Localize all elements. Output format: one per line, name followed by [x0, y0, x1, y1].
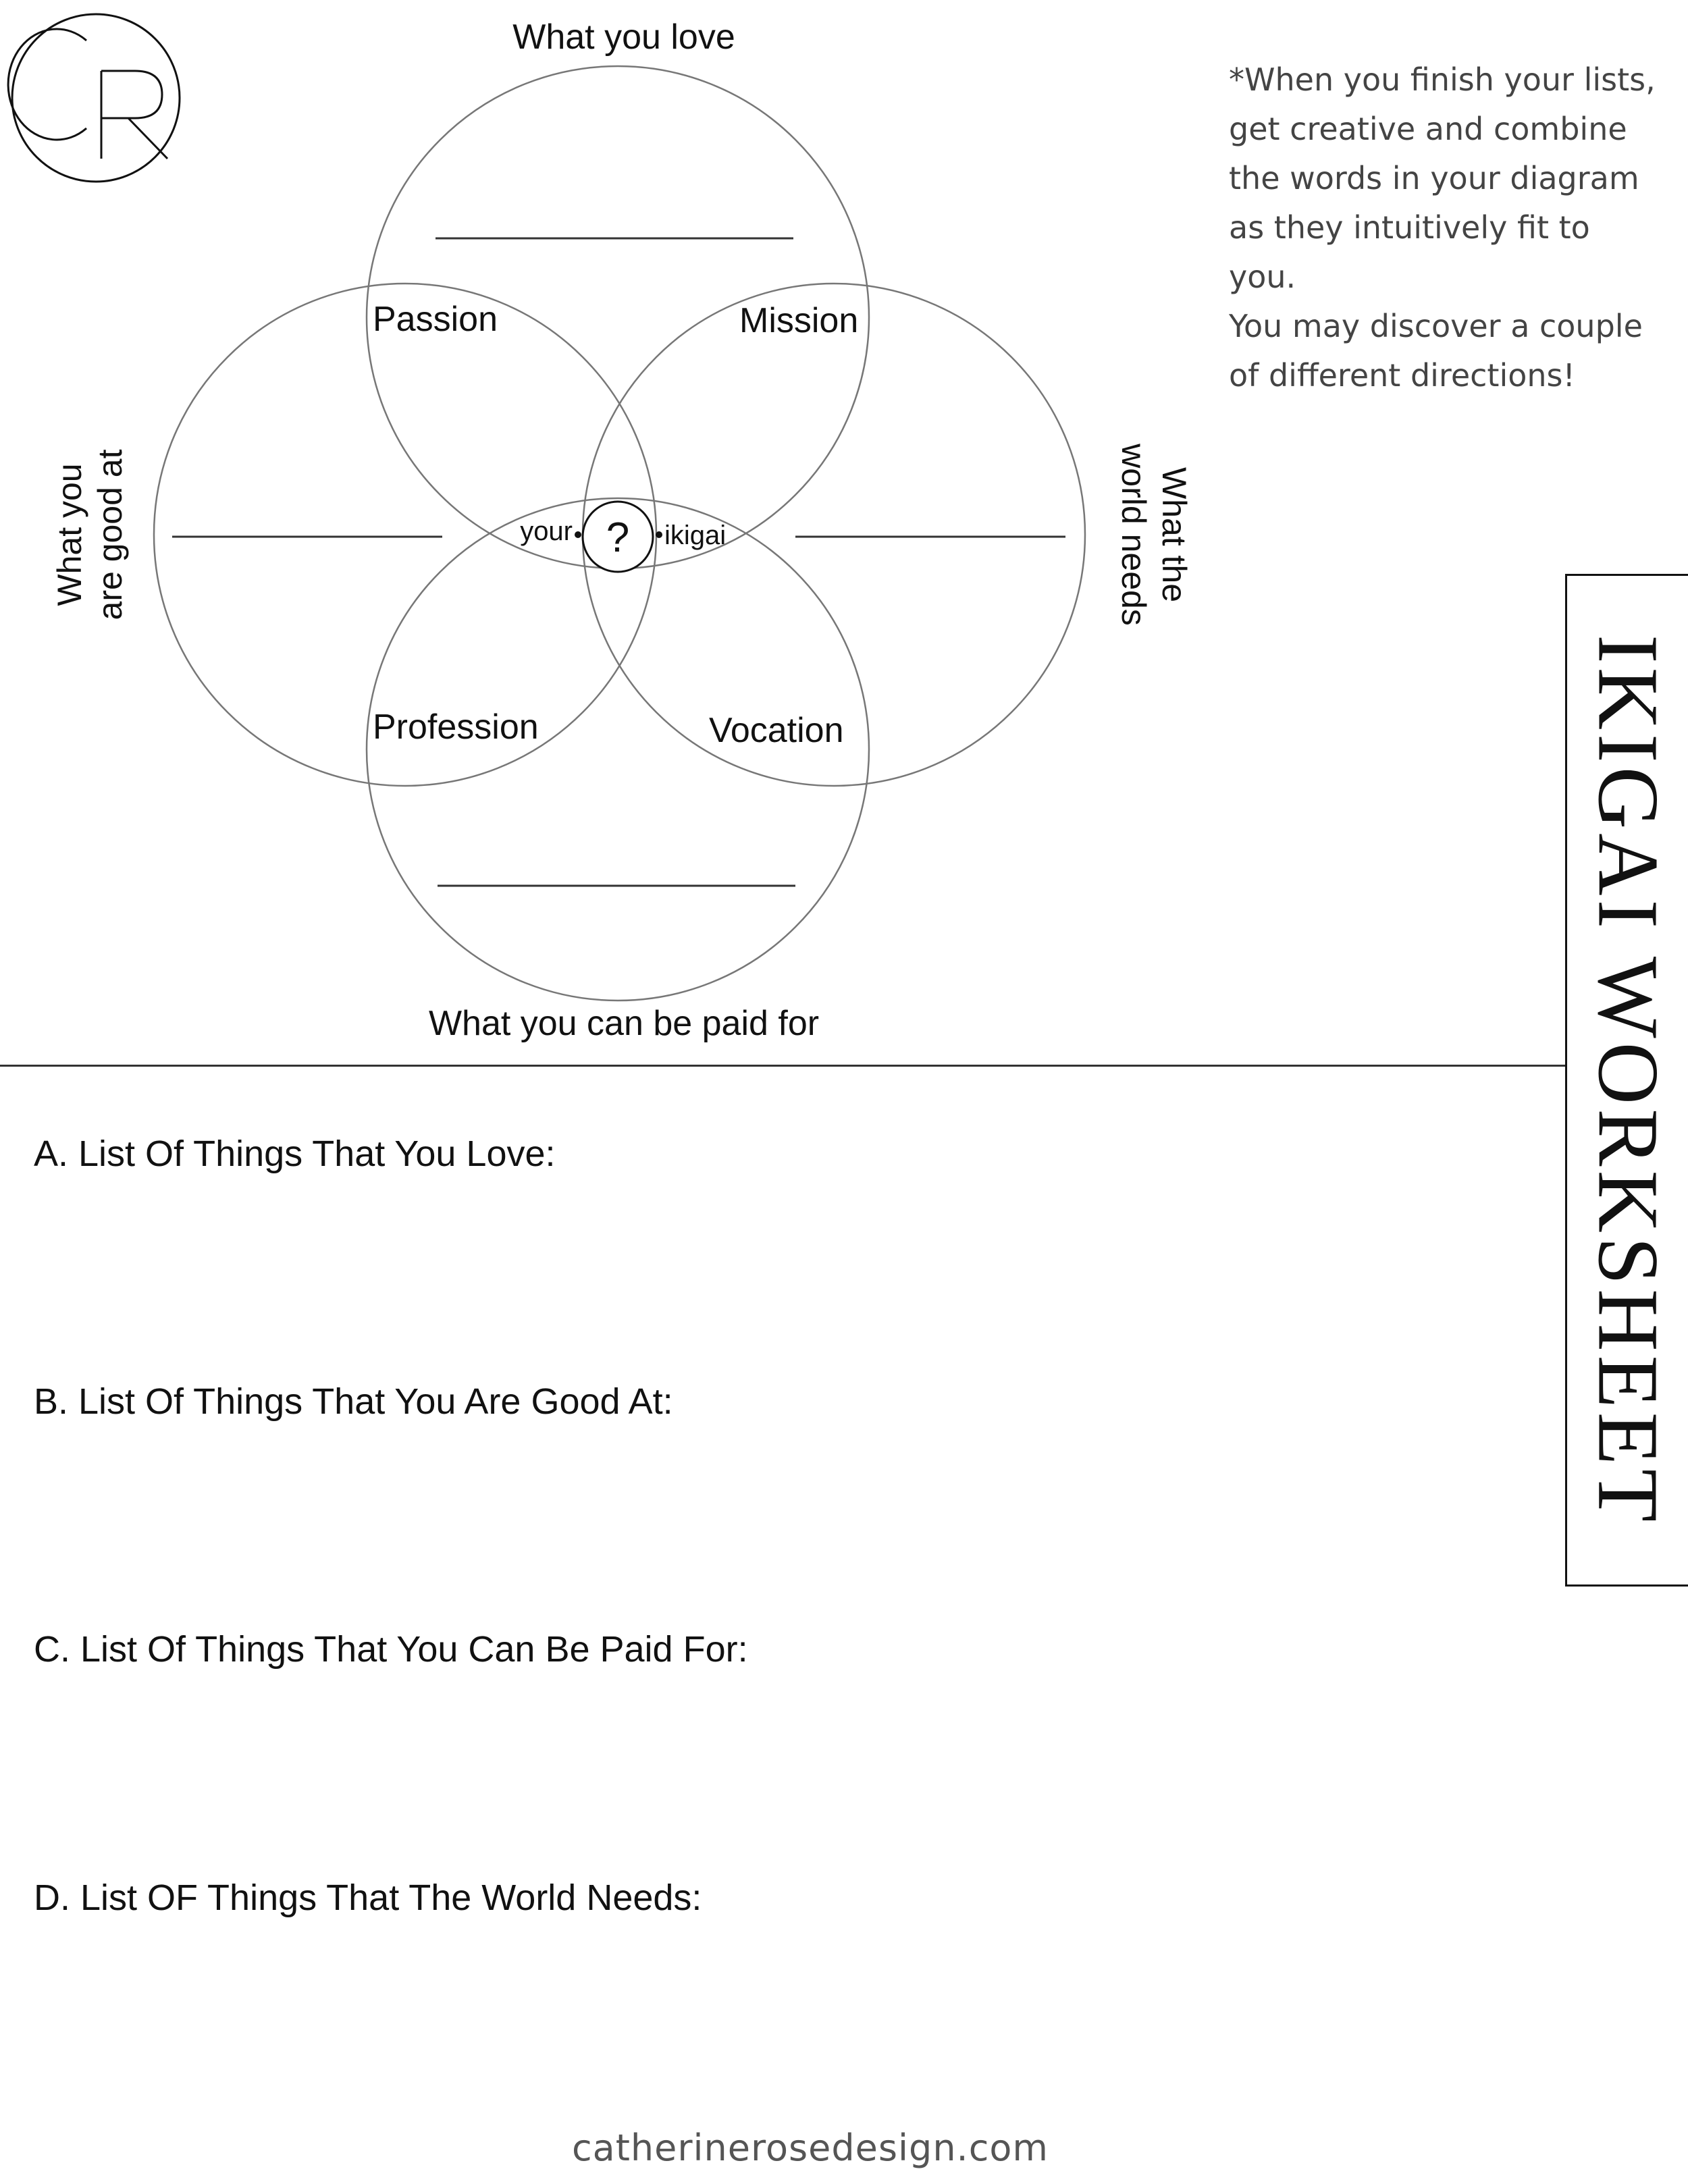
vocation-label: Vocation	[709, 711, 844, 750]
world-needs-label: What the world needs	[1115, 443, 1193, 626]
paid-for-label: What you can be paid for	[429, 1004, 819, 1043]
worksheet-title: IKIGAI WORKSHEET	[1580, 634, 1676, 1526]
mission-label: Mission	[739, 301, 858, 340]
footer-website: catherinerosedesign.com	[571, 2127, 1049, 2169]
world-needs-label-line2: world needs	[1115, 443, 1153, 626]
your-dot	[575, 531, 581, 538]
ikigai-venn-diagram: What you love What you can be paid for W…	[7, 13, 1193, 1043]
paid-for-circle	[365, 497, 870, 1002]
worksheet-title-box: IKIGAI WORKSHEET	[1565, 574, 1688, 1587]
passion-label: Passion	[373, 300, 498, 339]
good-at-label-line1: What you	[51, 463, 88, 606]
profession-label: Profession	[373, 708, 539, 747]
good-at-label: What you are good at	[51, 449, 129, 620]
good-at-label-line2: are good at	[91, 449, 129, 620]
list-paid-for-heading: C. List Of Things That You Can Be Paid F…	[34, 1629, 748, 1670]
list-good-at-heading: B. List Of Things That You Are Good At:	[34, 1381, 673, 1422]
ikigai-center-circle	[581, 500, 654, 573]
section-divider	[0, 1065, 1565, 1067]
ikigai-label: ikigai	[664, 521, 726, 550]
your-label: your	[520, 516, 573, 546]
world-needs-label-line1: What the	[1155, 467, 1193, 602]
what-you-love-label: What you love	[512, 18, 735, 57]
list-world-needs-heading: D. List OF Things That The World Needs:	[34, 1877, 702, 1918]
ikigai-dot	[656, 531, 662, 538]
cr-logo	[7, 13, 181, 183]
instruction-note: *When you finish your lists, get creativ…	[1229, 61, 1656, 394]
ikigai-question-mark: ?	[606, 514, 629, 561]
list-love-heading: A. List Of Things That You Love:	[34, 1134, 556, 1174]
